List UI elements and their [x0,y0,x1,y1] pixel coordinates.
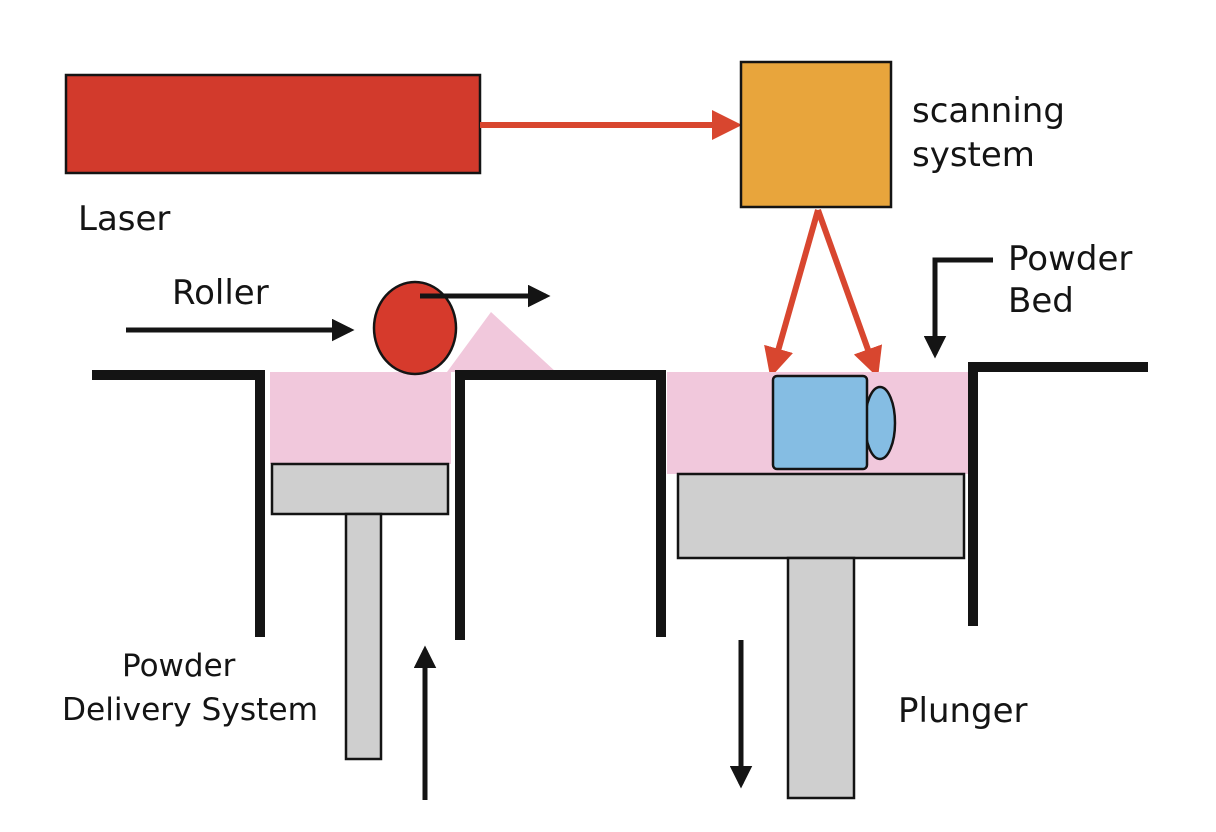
delivery-powder [270,372,451,464]
build-piston-plate [676,472,966,560]
roller [372,280,458,376]
powder-delivery-label-line1: Powder [122,648,236,684]
scanning-system-label-line1: scanning [912,91,1065,131]
laser-label: Laser [78,199,170,239]
roller-label: Roller [172,273,269,313]
scanning-system-label-line2: system [912,135,1035,175]
powder-pile [447,312,556,372]
laser-beam-right [815,208,883,378]
laser-beam-left [764,209,821,378]
build-piston-rod [786,556,856,800]
delivery-piston-rod [344,512,383,761]
powder-bed-arrow [923,257,993,359]
delivery-piston-plate [270,462,450,516]
chamber-walls [92,362,1148,640]
powder-bed-label-line1: Powder [1008,239,1132,279]
part-handle [863,385,897,461]
powder-bed-label-line2: Bed [1008,281,1074,321]
scanning-system-unit [739,60,893,209]
powder-delivery-label-line2: Delivery System [62,692,318,728]
printed-part [771,374,869,471]
plunger-label: Plunger [898,691,1028,731]
laser-unit [64,73,482,175]
